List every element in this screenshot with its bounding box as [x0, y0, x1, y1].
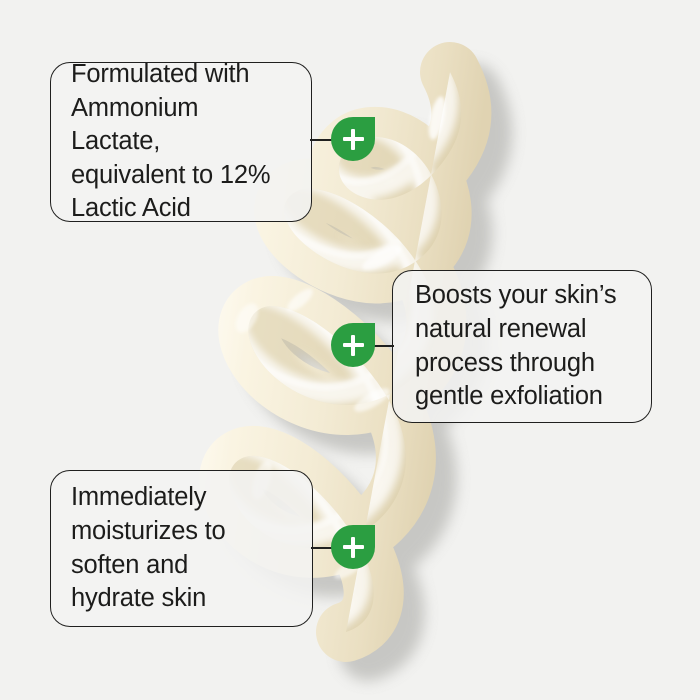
callout-3-text: Immediately moisturizes to soften and hy… — [71, 483, 226, 613]
plus-icon — [342, 128, 364, 150]
callout-1-text: Formulated with Ammonium Lactate, equiva… — [71, 59, 271, 223]
plus-icon — [342, 536, 364, 558]
callout-boosts-renewal: Boosts your skin’s natural renewal proce… — [392, 270, 652, 423]
plus-badge-2 — [331, 323, 375, 367]
connector-line-2 — [364, 345, 394, 347]
plus-badge-3 — [331, 525, 375, 569]
plus-badge-1 — [331, 117, 375, 161]
connector-line-3 — [311, 547, 338, 549]
callout-immediately-moisturizes: Immediately moisturizes to soften and hy… — [50, 470, 313, 627]
connector-line-1 — [310, 139, 338, 141]
callout-formulated-with: Formulated with Ammonium Lactate, equiva… — [50, 60, 312, 222]
callout-2-text: Boosts your skin’s natural renewal proce… — [415, 281, 617, 411]
plus-icon — [342, 334, 364, 356]
